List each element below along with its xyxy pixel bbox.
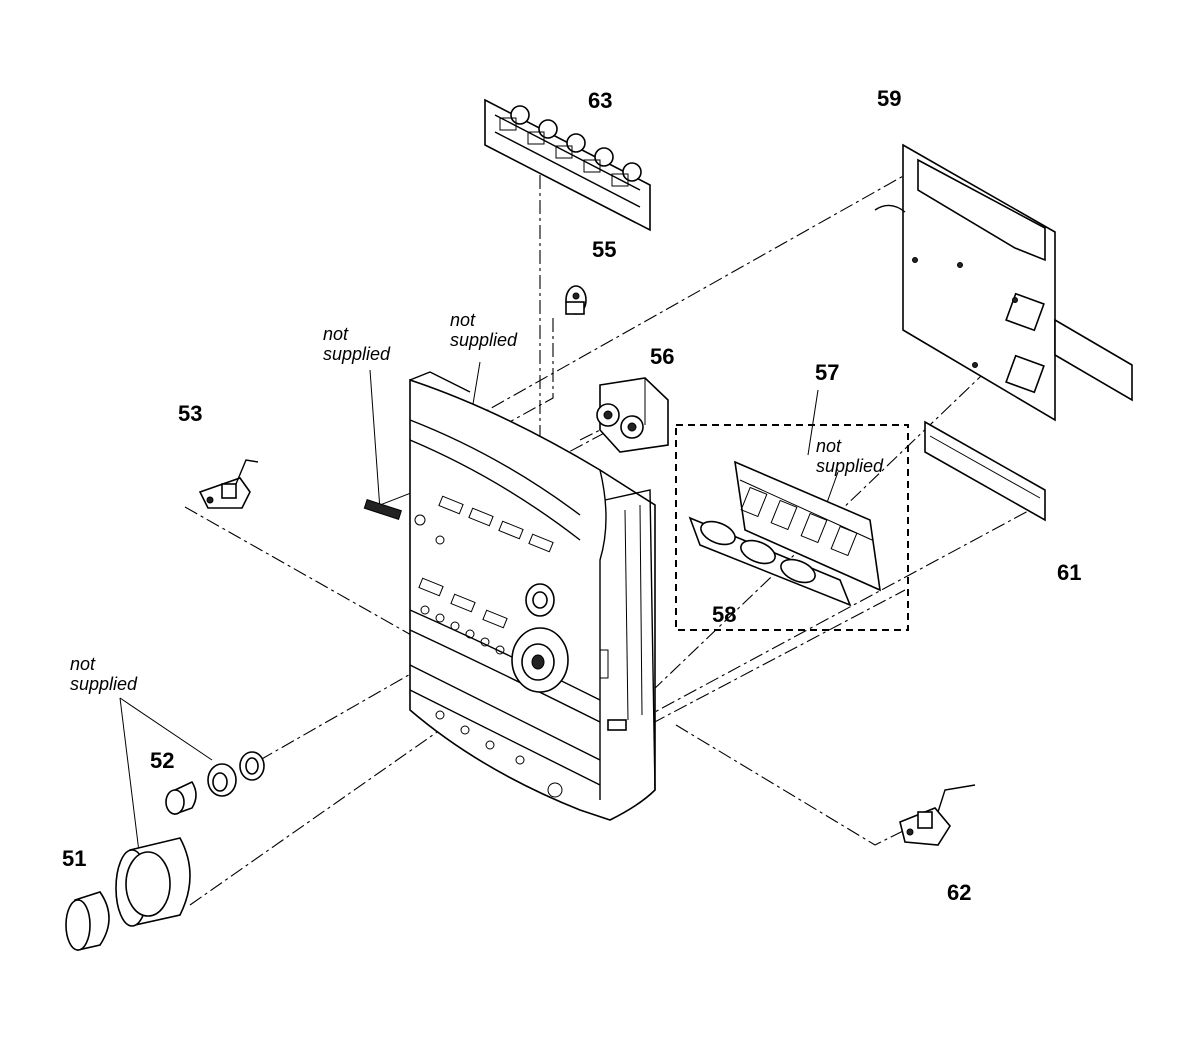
label-53: 53	[178, 401, 203, 426]
note-text-line-2: supplied	[816, 456, 884, 476]
label-63: 63	[588, 88, 613, 113]
label-52: 52	[150, 748, 175, 773]
part-55-switch	[565, 285, 587, 315]
part-63-button-holder	[484, 98, 651, 232]
part-61-thin-board	[924, 420, 1046, 522]
leader-lines	[119, 174, 1051, 906]
part-53-switch	[198, 459, 259, 509]
note-text-line-2: supplied	[450, 330, 518, 350]
label-61: 61	[1057, 560, 1082, 585]
note-not-supplied-panel: not supplied	[450, 310, 517, 350]
note-not-supplied-sony-logo: not supplied	[323, 324, 390, 364]
part-62-switch	[899, 784, 976, 846]
part-51-52-knob-assembly	[65, 751, 265, 951]
front-panel	[363, 371, 656, 821]
label-51: 51	[62, 846, 87, 871]
part-59-circuit-board	[874, 143, 1133, 422]
label-58: 58	[712, 602, 737, 627]
note-not-supplied-key-board: not supplied	[816, 436, 883, 476]
note-text-line-1: not	[70, 654, 96, 674]
part-57-58-key-assembly	[675, 424, 909, 631]
label-62: 62	[947, 880, 972, 905]
note-text-line-1: not	[816, 436, 842, 456]
label-55: 55	[592, 237, 617, 262]
label-57: 57	[815, 360, 840, 385]
note-text-line-2: supplied	[70, 674, 138, 694]
part-56-jack-block	[596, 377, 669, 453]
note-text-line-2: supplied	[323, 344, 391, 364]
label-59: 59	[877, 86, 902, 111]
label-56: 56	[650, 344, 675, 369]
note-text-line-1: not	[450, 310, 476, 330]
note-not-supplied-knob-parts: not supplied	[70, 654, 137, 694]
note-text-line-1: not	[323, 324, 349, 344]
